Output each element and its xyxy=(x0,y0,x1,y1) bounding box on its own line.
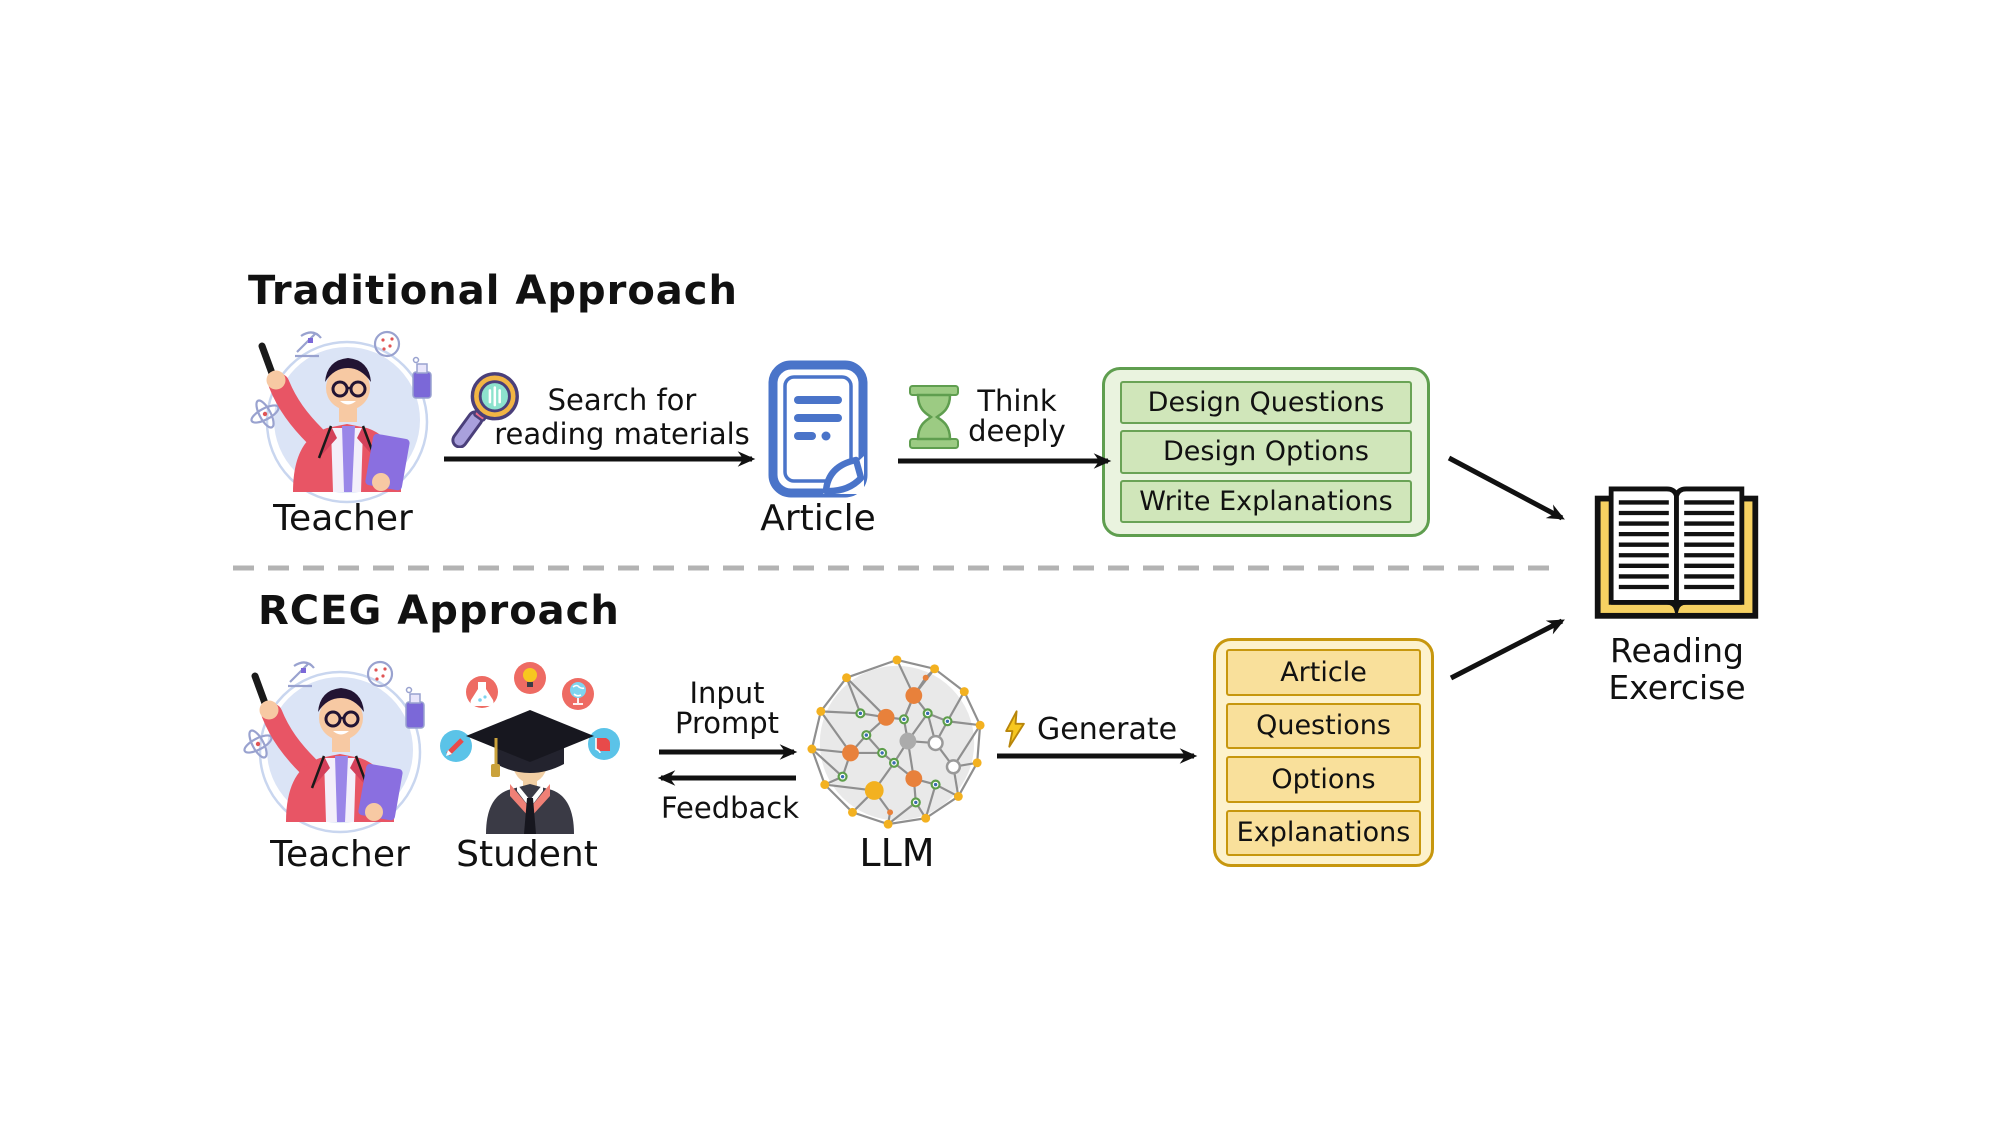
output-options: Options xyxy=(1226,756,1421,803)
search-caption-line2: reading materials xyxy=(494,417,750,451)
teacher-label-rceg: Teacher xyxy=(270,834,410,875)
teacher-label: Teacher xyxy=(273,498,413,539)
output-explanations: Explanations xyxy=(1226,809,1421,856)
input-prompt-line2: Prompt xyxy=(674,706,780,740)
step-design-questions: Design Questions xyxy=(1120,381,1412,425)
step-write-explanations: Write Explanations xyxy=(1120,479,1412,523)
traditional-section-title: Traditional Approach xyxy=(248,268,738,314)
llm-label: LLM xyxy=(859,831,935,875)
reading-exercise-line1: Reading xyxy=(1610,631,1744,670)
think-caption-line1: Think xyxy=(977,384,1057,418)
steps-to-book-arrow xyxy=(1447,455,1565,521)
lightning-bolt-icon xyxy=(1002,710,1027,748)
reading-exercise-line2: Exercise xyxy=(1608,668,1746,707)
search-caption-line1: Search for xyxy=(547,383,697,417)
rceg-section-title: RCEG Approach xyxy=(258,588,620,634)
article-icon xyxy=(768,360,868,498)
outputs-to-book-arrow xyxy=(1449,618,1565,681)
generate-label: Generate xyxy=(1037,711,1178,747)
think-caption-line2: deeply xyxy=(968,414,1066,448)
search-caption: Search for reading materials xyxy=(467,383,777,451)
feedback-caption: Feedback xyxy=(660,791,800,825)
output-article: Article xyxy=(1226,649,1421,696)
generate-caption-row: Generate xyxy=(1002,710,1177,748)
teacher-illustration-rceg xyxy=(228,652,452,838)
student-label: Student xyxy=(456,834,598,875)
rceg-outputs-panel: Article Questions Options Explanations xyxy=(1213,638,1434,867)
input-prompt-line1: Input xyxy=(689,676,765,710)
article-label: Article xyxy=(760,498,876,539)
think-caption: Think deeply xyxy=(932,386,1102,446)
reading-exercise-label: Reading Exercise xyxy=(1577,632,1777,706)
output-questions: Questions xyxy=(1226,702,1421,749)
step-design-options: Design Options xyxy=(1120,430,1412,474)
llm-network-icon xyxy=(803,652,991,840)
teacher-illustration xyxy=(235,322,459,508)
traditional-steps-panel: Design Questions Design Options Write Ex… xyxy=(1102,367,1430,537)
student-illustration xyxy=(438,656,622,834)
open-book-icon xyxy=(1590,477,1763,622)
input-prompt-caption: Input Prompt xyxy=(637,678,817,738)
